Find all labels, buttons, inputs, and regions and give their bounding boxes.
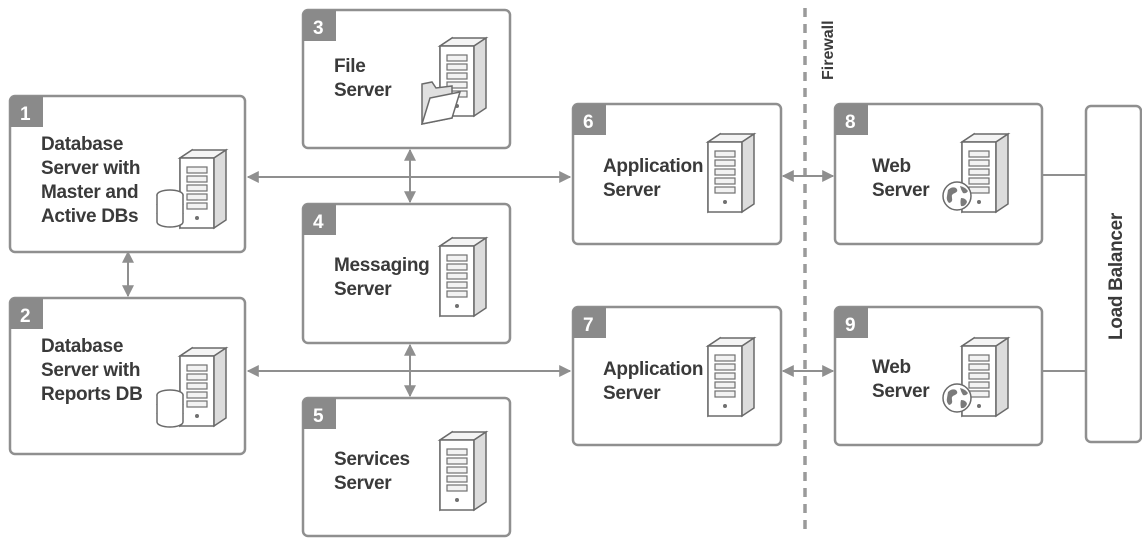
node-6-application-server: 6 Application Server (571, 102, 783, 246)
node-label-line: Server with (41, 360, 140, 381)
node-label-line: Server (334, 80, 392, 101)
node-badge-number: 3 (313, 18, 324, 39)
node-badge-number: 1 (20, 104, 31, 125)
firewall-label: Firewall (820, 20, 837, 80)
node-badge (10, 96, 43, 127)
load-balancer-label: Load Balancer (1106, 212, 1127, 340)
node-8-web-server: 8 Web Server (833, 102, 1044, 246)
node-badge-number: 8 (845, 112, 856, 133)
node-1-database-server: 1 Database Server with Master and Active… (8, 94, 247, 254)
node-label-line: Server (334, 279, 392, 300)
node-badge (573, 104, 606, 135)
node-label-line: Server (603, 180, 661, 201)
node-badge (303, 204, 336, 235)
node-badge (835, 307, 868, 338)
node-badge (303, 10, 336, 41)
node-badge-number: 5 (313, 406, 324, 427)
node-label-line: File (334, 56, 366, 77)
database-icon (156, 189, 184, 228)
node-label-line: Active DBs (41, 206, 138, 227)
node-label-line: Database (41, 336, 123, 357)
node-label-line: Web (872, 156, 911, 177)
node-label-line: Database (41, 134, 123, 155)
globe-icon (942, 383, 972, 413)
database-server-icon (179, 149, 227, 229)
globe-icon (942, 181, 972, 211)
node-2-database-server: 2 Database Server with Reports DB (8, 296, 247, 456)
node-label-line: Master and (41, 182, 138, 203)
node-badge (303, 398, 336, 429)
server-icon (439, 237, 487, 317)
server-icon (707, 337, 755, 417)
node-badge-number: 4 (313, 212, 324, 233)
node-9-web-server: 9 Web Server (833, 305, 1044, 447)
node-label-line: Server (334, 473, 392, 494)
node-4-messaging-server: 4 Messaging Server (301, 202, 512, 345)
connectors (122, 148, 1086, 398)
node-badge (835, 104, 868, 135)
node-label-line: Server (872, 381, 930, 402)
load-balancer-box (1084, 104, 1142, 444)
node-label-line: Services (334, 449, 410, 470)
database-server-icon (179, 347, 227, 427)
node-label-line: Server with (41, 158, 140, 179)
node-badge-number: 6 (583, 112, 594, 133)
server-icon (439, 431, 487, 511)
node-badge-number: 7 (583, 315, 594, 336)
node-badge (573, 307, 606, 338)
node-label-line: Application (603, 156, 703, 177)
server-icon (707, 133, 755, 213)
node-label-line: Server (872, 180, 930, 201)
node-badge-number: 2 (20, 306, 31, 327)
database-icon (156, 389, 184, 428)
node-7-application-server: 7 Application Server (571, 305, 783, 447)
node-5-services-server: 5 Services Server (301, 396, 512, 538)
node-3-file-server: 3 File Server (301, 8, 512, 150)
node-badge-number: 9 (845, 315, 856, 336)
node-label-line: Messaging (334, 255, 430, 276)
node-label-line: Web (872, 357, 911, 378)
node-label-line: Application (603, 359, 703, 380)
node-label-line: Reports DB (41, 384, 143, 405)
node-badge (10, 298, 43, 329)
node-label-line: Server (603, 383, 661, 404)
